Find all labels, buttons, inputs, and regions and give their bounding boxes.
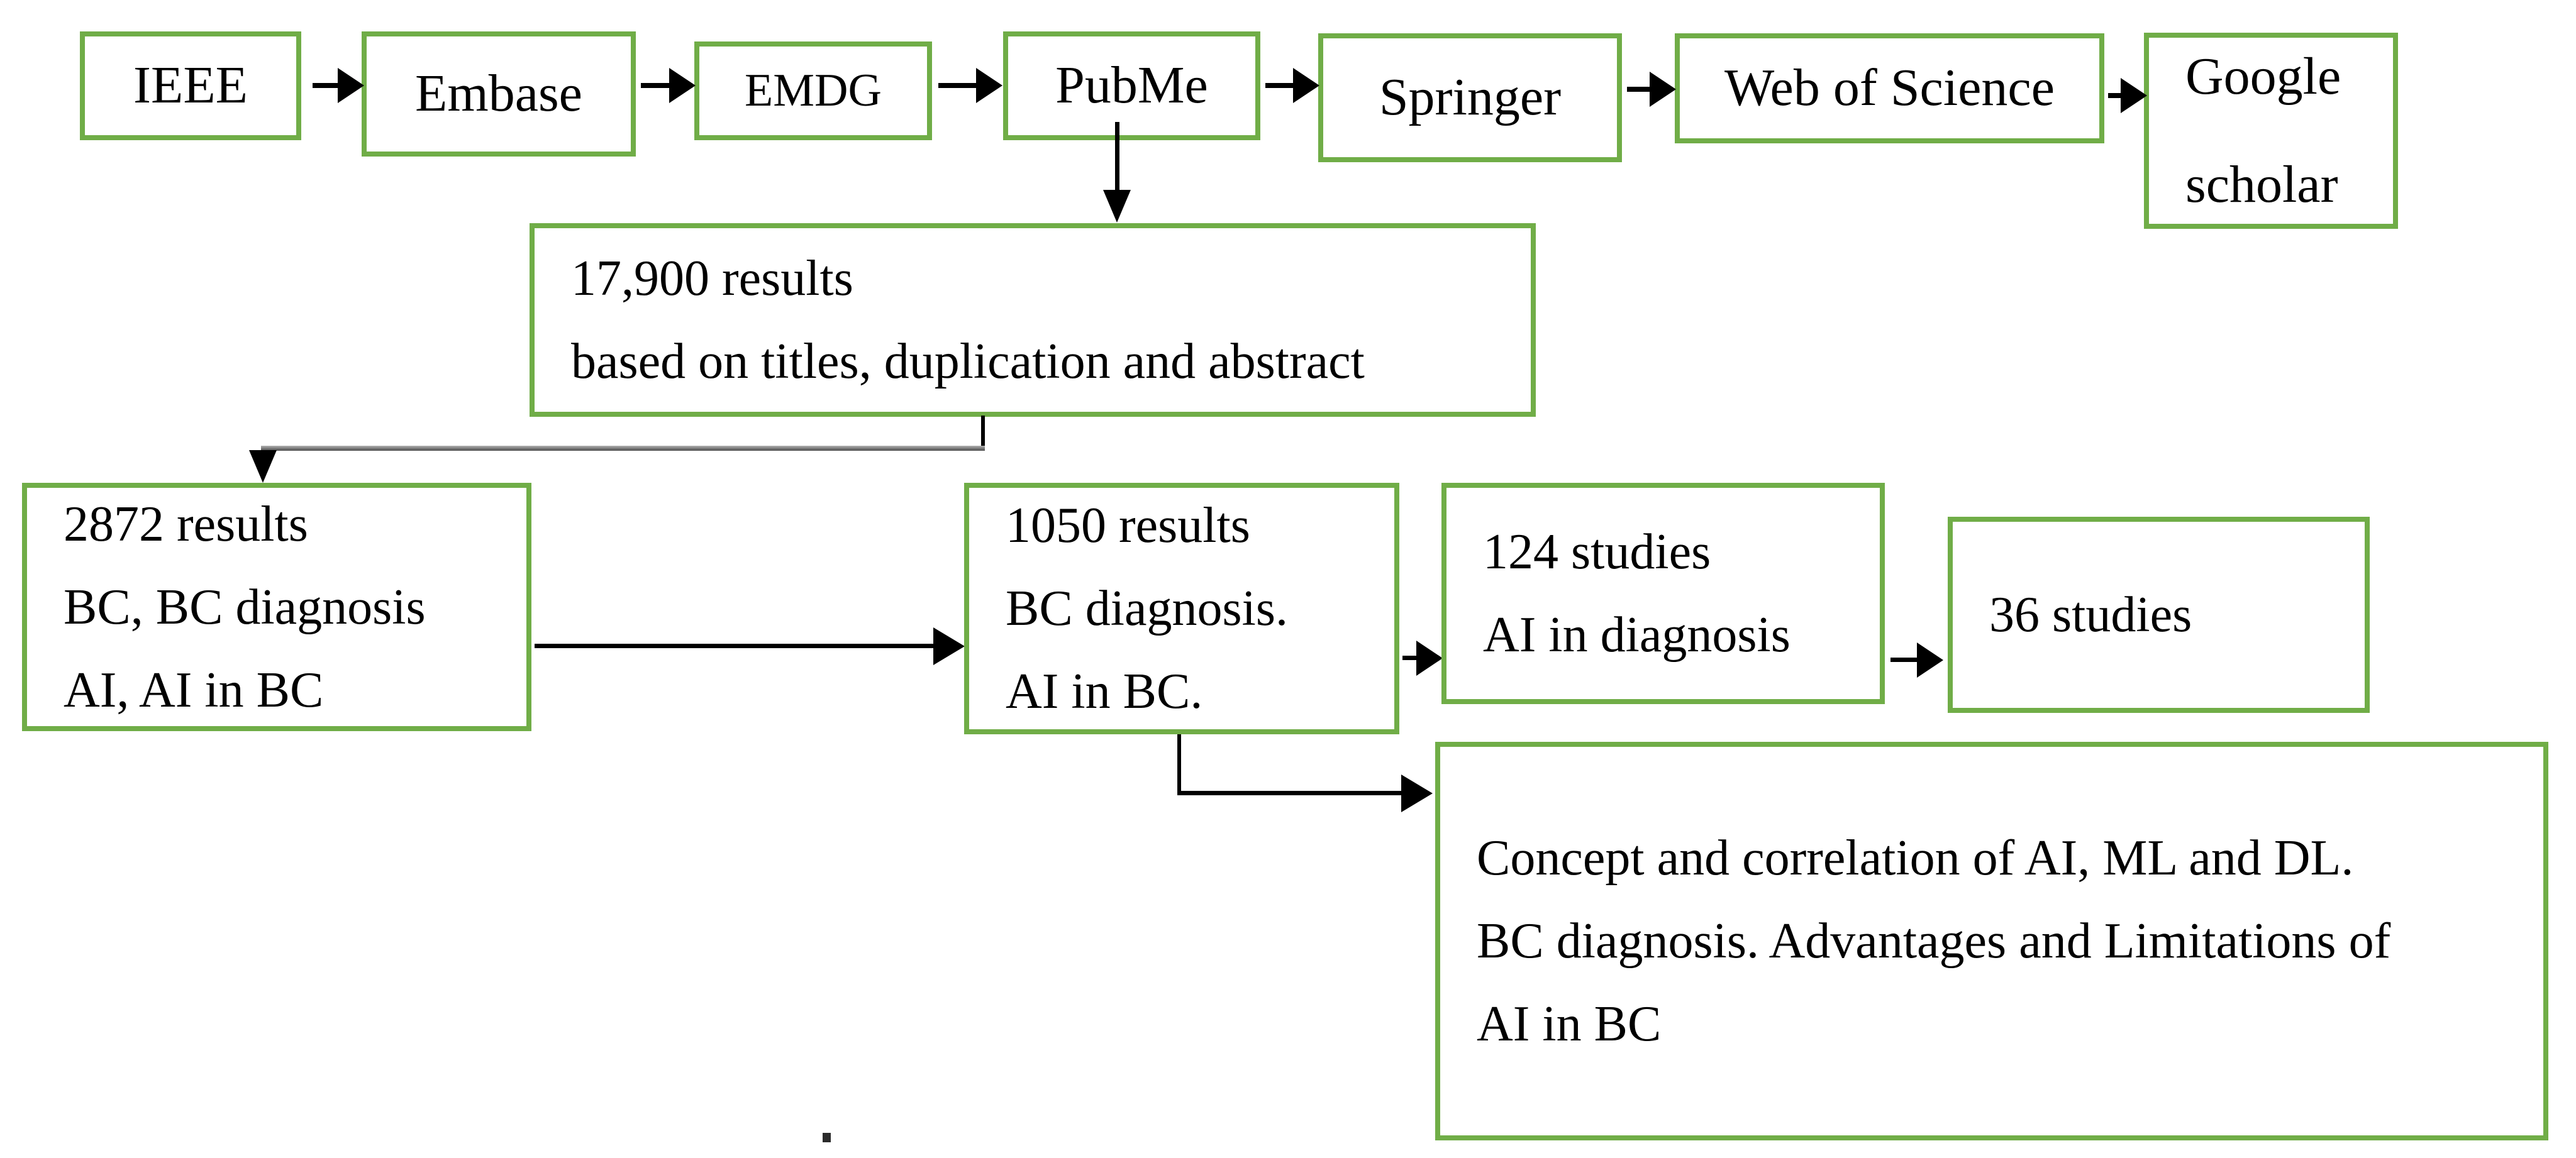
source-label-google-scholar: Google scholar xyxy=(2185,47,2341,214)
source-box-embase: Embase xyxy=(362,31,636,157)
source-label-embase: Embase xyxy=(415,64,582,123)
source-box-emdg: EMDG xyxy=(694,41,932,140)
stage-line: 1050 results xyxy=(1006,498,1250,553)
source-label-emdg: EMDG xyxy=(745,64,882,116)
stage-box-screen1: 2872 results BC, BC diagnosis AI, AI in … xyxy=(22,483,531,731)
stray-dot xyxy=(823,1133,831,1142)
stage-box-initial-results: 17,900 results based on titles, duplicat… xyxy=(530,223,1536,417)
stage-line: Concept and correlation of AI, ML and DL… xyxy=(1477,830,2354,886)
source-label-web-of-science: Web of Science xyxy=(1724,58,2055,118)
stage-box-screen3: 124 studies AI in diagnosis xyxy=(1441,483,1885,704)
source-label-springer: Springer xyxy=(1379,68,1562,127)
stage-box-final: 36 studies xyxy=(1948,517,2370,713)
stage-box-screen2: 1050 results BC diagnosis. AI in BC. xyxy=(964,483,1399,734)
stage-line: 17,900 results xyxy=(571,251,853,306)
stage-line: AI in diagnosis xyxy=(1483,607,1790,663)
stage-line: AI in BC xyxy=(1477,996,1662,1052)
source-box-springer: Springer xyxy=(1318,33,1622,162)
source-box-google-scholar: Google scholar xyxy=(2144,33,2398,229)
stage-line: BC, BC diagnosis xyxy=(64,579,426,635)
stage-line: BC diagnosis. xyxy=(1006,581,1288,636)
source-box-pubme: PubMe xyxy=(1003,31,1260,140)
source-box-web-of-science: Web of Science xyxy=(1675,33,2104,143)
stage-line: 124 studies xyxy=(1483,524,1711,580)
stage-line: 2872 results xyxy=(64,496,308,552)
source-label-pubme: PubMe xyxy=(1055,56,1208,115)
stage-line: 36 studies xyxy=(1989,587,2192,642)
source-label-ieee: IEEE xyxy=(133,56,248,115)
stage-line: AI, AI in BC xyxy=(64,662,324,718)
source-box-ieee: IEEE xyxy=(80,31,301,140)
stage-line: BC diagnosis. Advantages and Limitations… xyxy=(1477,913,2391,969)
stage-line: AI in BC. xyxy=(1006,664,1203,719)
stage-line: based on titles, duplication and abstrac… xyxy=(571,334,1365,389)
stage-box-scope: Concept and correlation of AI, ML and DL… xyxy=(1435,742,2548,1140)
